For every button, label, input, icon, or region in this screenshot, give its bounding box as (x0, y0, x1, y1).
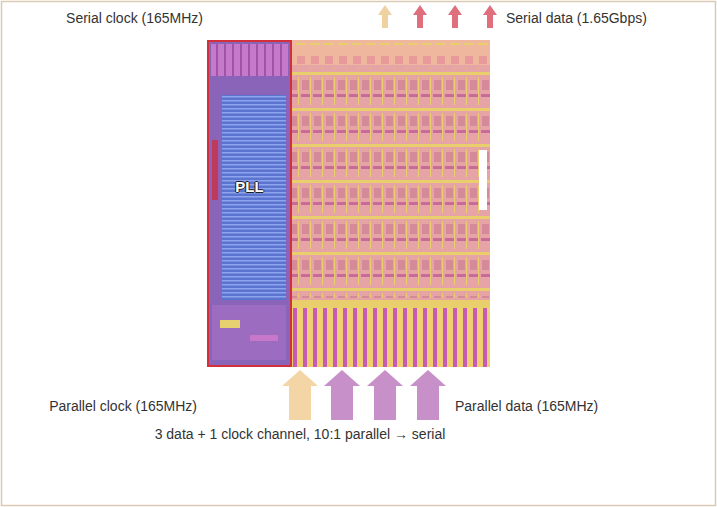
pll-top-blocks (211, 44, 288, 76)
die-mark (479, 150, 487, 210)
signal-label: 3 data + 1 clock channel, 10:1 parallel … (155, 426, 446, 443)
serial-clock-arrow (378, 5, 392, 28)
pll-detail (220, 320, 240, 328)
input-band (292, 300, 490, 367)
parallel-data-arrow (410, 370, 446, 420)
serial-data-arrow (483, 5, 497, 28)
signal-label: Serial clock (165MHz) (66, 10, 203, 27)
parallel-data-arrow (367, 370, 403, 420)
serializer-area (292, 40, 490, 367)
block-name: PLL (209, 178, 290, 195)
serial-data-arrow (448, 5, 462, 28)
signal-label: Parallel clock (165MHz) (49, 398, 197, 415)
input-band-edge (292, 300, 490, 308)
pll-bottom (212, 305, 286, 360)
logic-cells (292, 68, 490, 298)
pll-area (207, 40, 292, 367)
pll-pads (212, 140, 218, 200)
pll-block: PLL (207, 40, 292, 367)
signal-label: Parallel data (165MHz) (455, 398, 598, 415)
pll-core (222, 95, 286, 300)
pll-detail (250, 335, 278, 341)
parallel-data-arrow (324, 370, 360, 420)
parallel-clock-arrow (282, 370, 318, 420)
output-row (292, 40, 490, 65)
serial-data-arrow (413, 5, 427, 28)
signal-label: Serial data (1.65Gbps) (506, 10, 647, 27)
